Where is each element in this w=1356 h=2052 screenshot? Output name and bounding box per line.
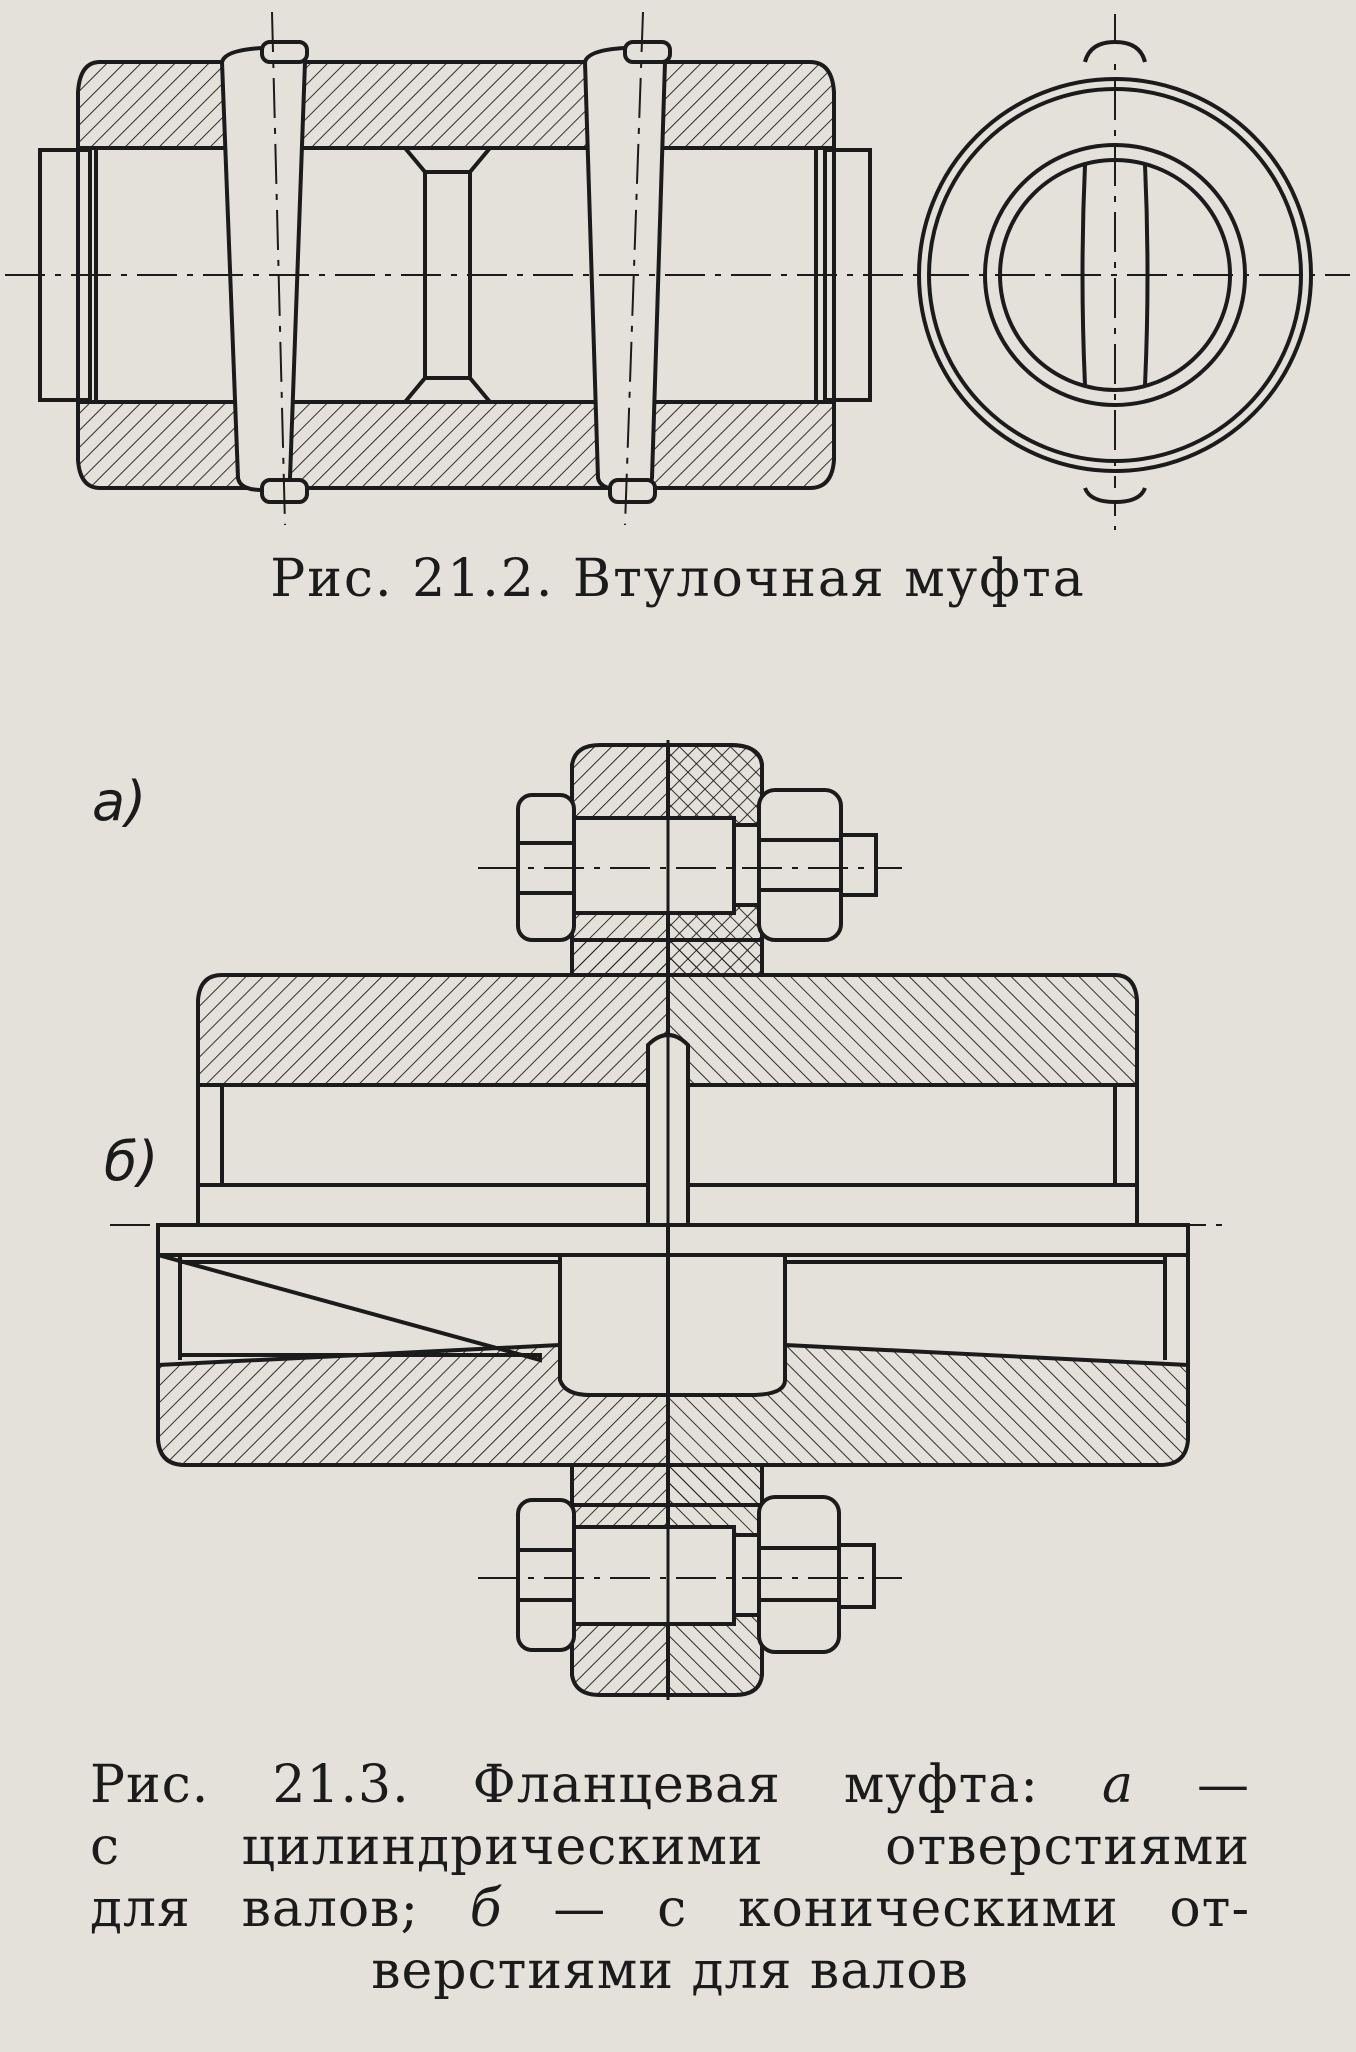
- sleeve-bottom-wall: [76, 400, 836, 490]
- taper-pin-left: [219, 45, 308, 493]
- figure-caption-21-3: Рис. 21.3. Фланцевая муфта: а — с цилинд…: [90, 1754, 1250, 2002]
- top-bolt-assembly: [516, 743, 878, 977]
- bolt-shank-top: [572, 816, 736, 915]
- figure-caption-21-2: Рис. 21.2. Втулочная муфта: [270, 549, 1086, 609]
- label-variant-b: б): [104, 1130, 159, 1193]
- flange-upper-half: [196, 938, 1139, 1227]
- right-shaft: [823, 148, 872, 402]
- nut-top: [757, 788, 843, 942]
- taper-pin-right: [582, 45, 668, 493]
- caption-line: Рис. 21.3. Фланцевая муфта: а —: [90, 1755, 1250, 1815]
- caption-line: с цилиндрическими отверстиями: [90, 1817, 1250, 1877]
- bolt-head-bottom: [516, 1498, 576, 1652]
- flange-lower-half: [156, 1223, 1190, 1507]
- bottom-bolt-assembly: [516, 1463, 876, 1697]
- sleeve-center-lines: [5, 11, 1350, 530]
- bolt-shank-bottom: [572, 1525, 736, 1626]
- sleeve-top-wall: [76, 60, 836, 150]
- sleeve-end-view: [917, 39, 1313, 505]
- nut-bottom: [757, 1495, 841, 1654]
- sleeve-coupling-section: [38, 40, 872, 504]
- caption-line: для валов; б — с коническими от-: [90, 1879, 1251, 1939]
- caption-line: верстиями для валов: [371, 1941, 969, 2001]
- label-variant-a: а): [92, 770, 147, 833]
